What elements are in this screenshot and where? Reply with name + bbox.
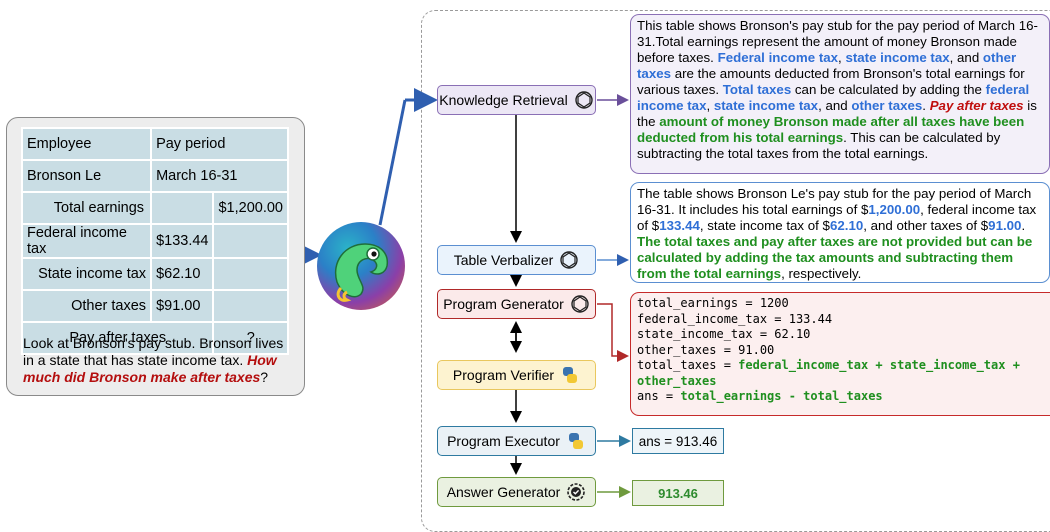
text-span: This table shows Bronson's pay stub for …: [637, 18, 1038, 65]
code-text: ans =: [637, 389, 681, 403]
table-row: Total earnings $1,200.00: [20, 191, 289, 225]
highlight-span: 1,200.00: [868, 202, 921, 217]
module-label: Table Verbalizer: [453, 252, 554, 268]
program-generator-module[interactable]: Program Generator: [437, 289, 596, 319]
question-end: ?: [260, 369, 269, 385]
openai-icon: [575, 91, 593, 109]
table-cell: March 16-31: [150, 159, 289, 193]
highlight-span: amount of money Bronson made after all t…: [637, 114, 1025, 145]
text-span: , state income tax of $: [699, 218, 830, 233]
table-cell: Federal income tax: [20, 223, 153, 259]
highlight-span: Federal income tax: [717, 50, 839, 65]
pay-stub-table: Employee Pay period Bronson Le March 16-…: [20, 127, 289, 355]
program-verifier-module[interactable]: Program Verifier: [437, 360, 596, 390]
answer-output: 913.46: [632, 480, 724, 506]
program-code: total_earnings = 1200 federal_income_tax…: [630, 292, 1050, 416]
highlight-span: other taxes: [851, 98, 923, 113]
table-row: Employee Pay period: [20, 127, 289, 161]
python-icon: [568, 433, 583, 449]
knowledge-retrieval-module[interactable]: Knowledge Retrieval: [437, 85, 596, 115]
question-highlight: How much did Bronson make after taxes: [23, 352, 277, 385]
highlight-span: 62.10: [829, 218, 864, 233]
table-row: Pay after taxes ?: [20, 321, 289, 355]
code-line: other_taxes = 91.00: [637, 342, 775, 357]
text-span: can be calculated by adding the: [791, 82, 986, 97]
code-line: state_income_tax = 62.10: [637, 327, 811, 341]
table-cell: Total earnings: [20, 191, 153, 225]
module-label: Program Generator: [443, 296, 564, 312]
table-cell: ?: [212, 321, 289, 355]
text-span: . This can be calculated by subtracting …: [637, 130, 1001, 161]
python-icon: [563, 367, 578, 383]
openai-icon: [571, 295, 589, 313]
text-span: are the amounts deducted from Bronson's …: [637, 66, 1025, 97]
module-label: Knowledge Retrieval: [439, 92, 568, 108]
text-span: , and: [949, 50, 983, 65]
knowledge-output: This table shows Bronson's pay stub for …: [630, 14, 1050, 174]
check-gear-icon: [567, 483, 586, 501]
highlight-span: The total taxes and pay after taxes are …: [637, 234, 1033, 281]
table-cell: [212, 289, 289, 323]
text-span: , respectively.: [781, 266, 862, 281]
highlight-span: Total taxes: [722, 82, 792, 97]
module-label: Program Executor: [447, 433, 560, 449]
code-highlight: federal_income_tax + state_income_tax + …: [637, 358, 1020, 388]
highlight-span: state income tax: [845, 50, 950, 65]
table-cell: $91.00: [150, 289, 215, 323]
text-span: ,: [838, 50, 846, 65]
table-cell: Pay period: [150, 127, 289, 161]
chameleon-icon: [334, 243, 389, 302]
question-plain: Look at Bronson's pay stub. Bronson live…: [23, 335, 284, 368]
table-row: Federal income tax $133.44: [20, 223, 289, 259]
highlight-span: 133.44: [659, 218, 700, 233]
table-cell: $62.10: [150, 257, 215, 291]
table-cell: [150, 191, 215, 225]
code-highlight: total_earnings - total_taxes: [680, 389, 883, 403]
verbalizer-output: The table shows Bronson Le's pay stub fo…: [630, 182, 1050, 283]
table-cell: Other taxes: [20, 289, 153, 323]
code-line: total_earnings = 1200: [637, 296, 789, 310]
table-cell: $133.44: [150, 223, 215, 259]
table-cell: [212, 257, 289, 291]
table-cell: Bronson Le: [20, 159, 153, 193]
text-span: ,: [706, 98, 714, 113]
table-cell: Employee: [20, 127, 153, 161]
code-text: total_taxes =: [637, 358, 739, 372]
highlight-span: other taxes: [637, 50, 1017, 81]
table-verbalizer-module[interactable]: Table Verbalizer: [437, 245, 596, 275]
question-text: Look at Bronson's pay stub. Bronson live…: [23, 335, 293, 386]
connector-arrows: [298, 88, 631, 498]
answer-generator-module[interactable]: Answer Generator: [437, 477, 596, 507]
input-panel: Employee Pay period Bronson Le March 16-…: [6, 117, 305, 396]
table-row: Other taxes $91.00: [20, 289, 289, 323]
highlight-span: Pay after taxes: [929, 98, 1024, 113]
module-label: Program Verifier: [452, 367, 555, 383]
table-cell: Pay after taxes: [20, 321, 215, 355]
text-span: .: [1021, 218, 1026, 233]
text-span: .: [922, 98, 930, 113]
chameleon-logo: [317, 222, 405, 310]
text-span: , and: [818, 98, 852, 113]
table-cell: State income tax: [20, 257, 153, 291]
text-span: The table shows Bronson Le's pay stub fo…: [637, 186, 1032, 217]
executor-output: ans = 913.46: [632, 428, 724, 454]
code-line: ans = total_earnings - total_taxes: [637, 389, 1044, 405]
program-executor-module[interactable]: Program Executor: [437, 426, 596, 456]
highlight-span: 91.00: [988, 218, 1022, 233]
table-row: State income tax $62.10: [20, 257, 289, 291]
text-span: is the: [637, 98, 1037, 129]
table-row: Bronson Le March 16-31: [20, 159, 289, 193]
highlight-span: state income tax: [713, 98, 819, 113]
code-line: total_taxes = federal_income_tax + state…: [637, 358, 1044, 389]
code-line: federal_income_tax = 133.44: [637, 311, 833, 326]
text-span: , and other taxes of $: [863, 218, 989, 233]
table-cell: [212, 223, 289, 259]
table-cell: $1,200.00: [212, 191, 289, 225]
text-span: , federal income tax of $: [637, 202, 1037, 233]
module-label: Answer Generator: [446, 484, 561, 500]
highlight-span: federal income tax: [637, 82, 1030, 113]
openai-icon: [560, 251, 579, 269]
